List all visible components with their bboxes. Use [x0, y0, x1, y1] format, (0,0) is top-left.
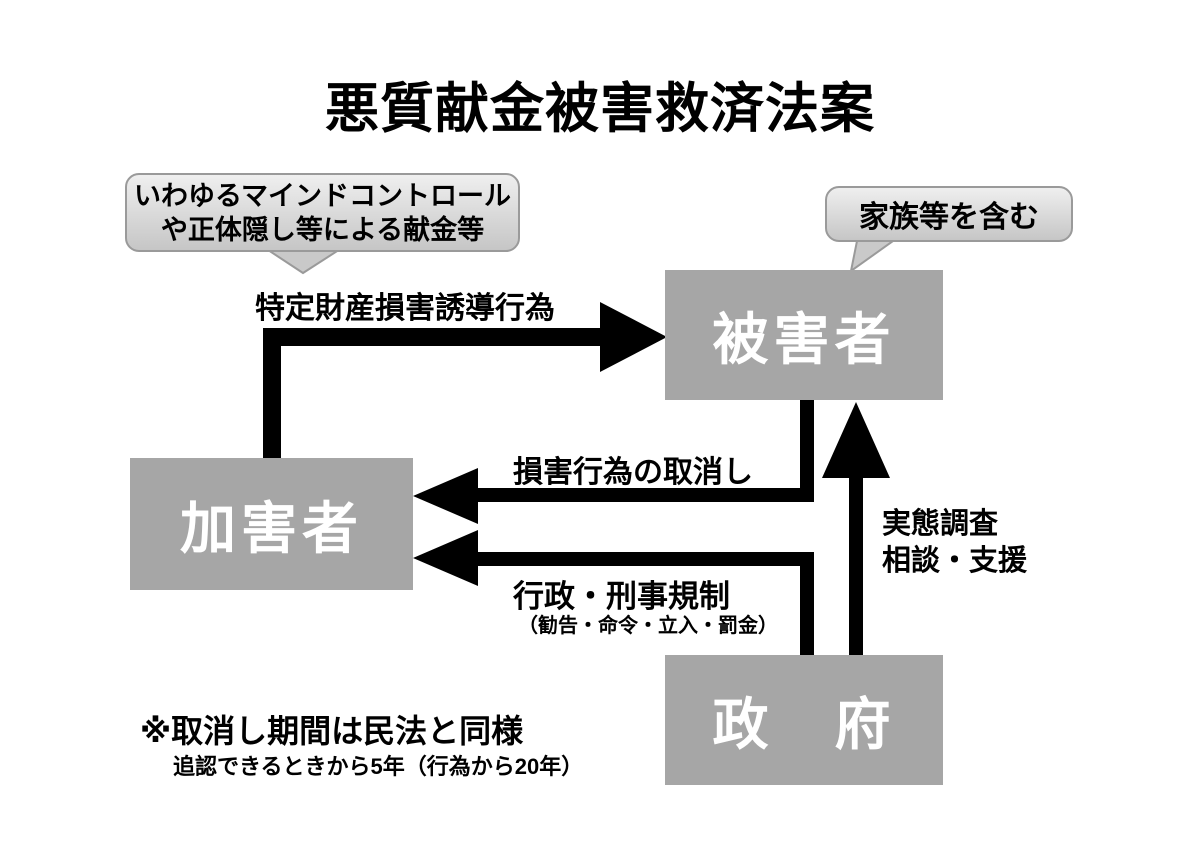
label-support: 実態調査 相談・支援 — [882, 506, 1027, 580]
arrow-regulation-shape — [413, 530, 814, 655]
arrow-support-shape — [822, 402, 890, 655]
label-regulation-sublabel: （勧告・命令・立入・罰金） — [518, 615, 778, 637]
note-sub: 追認できるときから5年（行為から20年） — [173, 754, 584, 779]
note-main: ※取消し期間は民法と同様 — [140, 713, 524, 749]
label-support-line1: 実態調査 — [882, 508, 999, 540]
speech-bubble-family: 家族等を含む — [825, 186, 1073, 242]
label-inducement: 特定財産損害誘導行為 — [255, 292, 555, 325]
speech-bubble-mind-control-line2: や正体隠し等による献金等 — [160, 214, 485, 245]
speech-bubble-family-text: 家族等を含む — [859, 201, 1039, 234]
page-title: 悪質献金被害救済法案 — [325, 79, 875, 139]
box-government: 政 府 — [665, 655, 943, 785]
label-cancellation: 損害行為の取消し — [513, 456, 753, 489]
box-perpetrator: 加害者 — [130, 458, 413, 590]
label-regulation: 行政・刑事規制 — [513, 579, 730, 614]
arrow-inducement-shape — [263, 302, 667, 458]
label-support-line2: 相談・支援 — [882, 545, 1028, 577]
speech-bubble-mind-control-line1: いわゆるマインドコントロール — [134, 180, 511, 211]
arrow-cancellation-shape — [413, 400, 814, 524]
speech-bubble-mind-control: いわゆるマインドコントロール や正体隠し等による献金等 — [125, 173, 520, 252]
box-victim: 被害者 — [665, 270, 943, 400]
